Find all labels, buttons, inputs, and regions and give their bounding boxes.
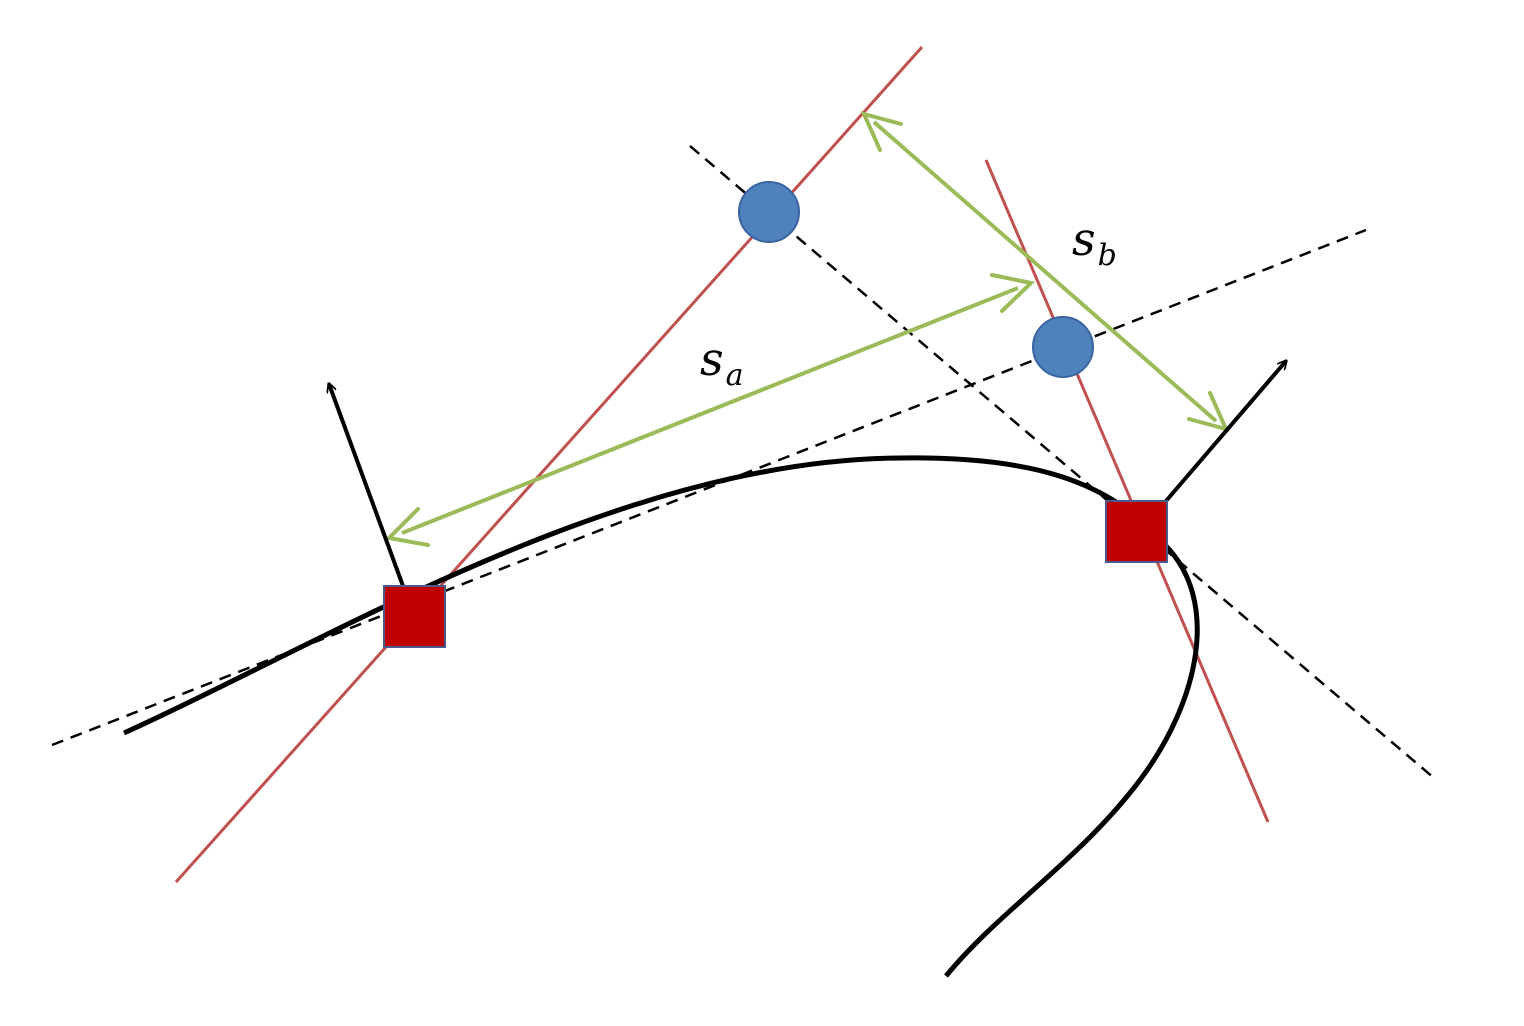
label-sa: sa <box>700 332 744 393</box>
label-sb: sb <box>1072 212 1117 273</box>
red-square-right <box>1105 500 1168 563</box>
sb-double-arrow <box>860 110 1230 433</box>
red-line-right <box>984 159 1270 823</box>
dashed-tangent-line-left <box>51 228 1367 747</box>
dashed-line-right <box>689 145 1435 779</box>
curve <box>122 455 1200 978</box>
red-square-left <box>383 585 446 648</box>
red-line-left <box>174 46 924 883</box>
blue-point-upper <box>738 181 800 243</box>
normal-arrow-left <box>329 384 405 587</box>
blue-point-lower <box>1032 316 1094 378</box>
sa-double-arrow <box>384 273 1036 547</box>
normal-arrow-right <box>1164 361 1286 503</box>
